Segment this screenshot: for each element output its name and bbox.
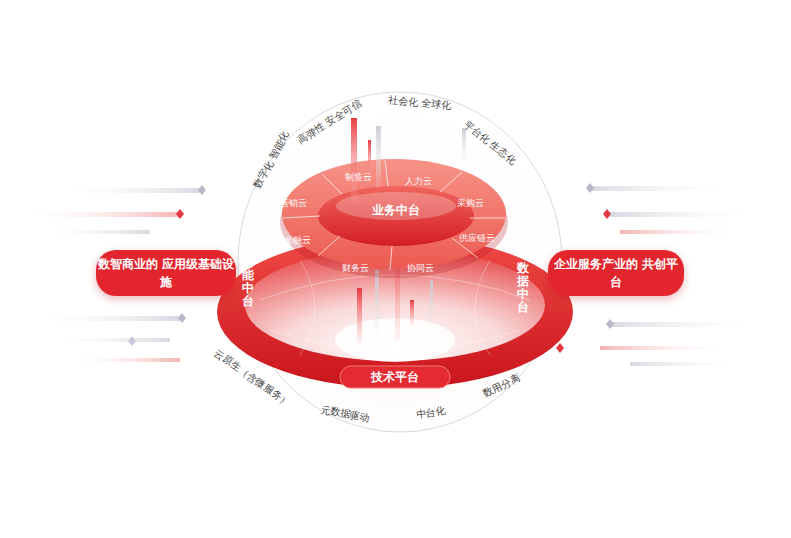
cloud-segment: 协同云	[407, 262, 434, 275]
cloud-segment: 财务云	[342, 262, 369, 275]
segment-label: 制造云	[345, 171, 372, 184]
feature-pill: 数智商业的 应用级基础设施	[96, 250, 236, 296]
pill-text: 数智商业的 应用级基础设施	[96, 255, 236, 291]
pill-text: 企业服务产业的 共创平台	[548, 255, 684, 291]
segment-label: 采购云	[457, 197, 484, 210]
cloud-segment: 营销云	[280, 197, 307, 210]
segment-label: 协同云	[407, 262, 434, 275]
business-ring: 业务中台 制造云 人力云采购云供应链云协同云 财务云 金融云 营销云	[281, 158, 507, 272]
ring-title: 技术平台	[371, 369, 419, 386]
segment-label: 人力云	[405, 175, 432, 188]
vertical-label: 数据中台	[517, 262, 529, 315]
cloud-segment: 制造云	[345, 171, 372, 184]
segment-label: 营销云	[280, 197, 307, 210]
cloud-segment: 采购云	[457, 197, 484, 210]
platform-ring: 智能中台 数据中台技术平台	[215, 232, 575, 392]
feature-pill: 企业服务产业的 共创平台	[548, 250, 684, 296]
cloud-segment: 供应链云	[459, 232, 495, 245]
segment-label: 供应链云	[459, 232, 495, 245]
cloud-segment: 金融云	[284, 234, 311, 247]
segment-label: 财务云	[342, 262, 369, 275]
cloud-segment: 人力云	[405, 175, 432, 188]
ring-title: 业务中台	[372, 202, 420, 219]
segment-label: 金融云	[284, 234, 311, 247]
vertical-label: 智能中台	[242, 256, 254, 309]
